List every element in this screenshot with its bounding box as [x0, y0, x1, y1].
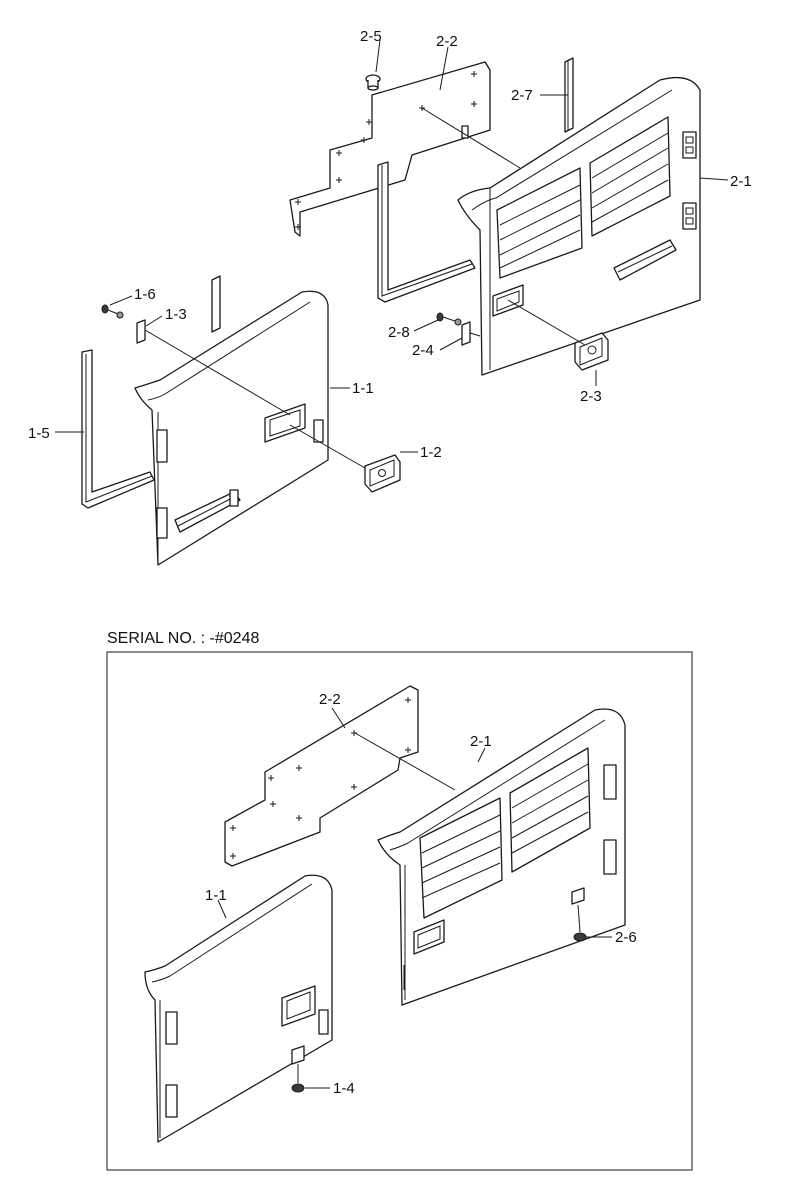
label-1-2: 1-2	[420, 444, 442, 461]
label-1-3: 1-3	[165, 306, 187, 323]
label-bottom-1-1: 1-1	[205, 887, 227, 904]
label-2-8: 2-8	[388, 324, 410, 341]
bolt-2-8	[436, 312, 462, 326]
label-bottom-1-4: 1-4	[333, 1080, 355, 1097]
cover-plate-2-2-top	[289, 61, 491, 237]
bolt-1-6	[101, 304, 124, 319]
label-2-1: 2-1	[730, 173, 752, 190]
label-2-7: 2-7	[511, 87, 533, 104]
label-2-2: 2-2	[436, 33, 458, 50]
panel-1-1-top	[134, 290, 329, 566]
seal-strip-middle	[377, 161, 476, 303]
top-leader-lines	[55, 39, 729, 469]
label-2-4: 2-4	[412, 342, 434, 359]
bottom-leader-lines	[217, 707, 612, 1089]
label-bottom-2-6: 2-6	[615, 929, 637, 946]
bracket-2-4	[461, 321, 471, 346]
bracket-1-3	[136, 319, 146, 344]
label-1-6: 1-6	[134, 286, 156, 303]
panel-2-1-top	[457, 76, 701, 376]
knob-2-5-top	[365, 74, 381, 91]
label-2-3: 2-3	[580, 388, 602, 405]
panel-2-1-bottom	[377, 708, 626, 1006]
bottom-assembly: SERIAL NO. : -#0248	[106, 630, 693, 1171]
nut-1-4	[291, 1064, 305, 1093]
panel-1-1-bottom	[144, 874, 333, 1143]
top-assembly: 2-5 2-2 2-7 2-1 1-6 1-3 2-8 2-4 1-1 2-3 …	[28, 28, 752, 566]
label-2-5: 2-5	[360, 28, 382, 45]
label-bottom-2-2: 2-2	[319, 691, 341, 708]
serial-number-caption: SERIAL NO. : -#0248	[107, 630, 259, 647]
seal-strip-1-5	[81, 275, 221, 509]
cover-plate-2-2-bottom	[224, 685, 419, 867]
latch-1-2	[364, 454, 401, 493]
label-1-1: 1-1	[352, 380, 374, 397]
latch-2-3	[574, 332, 609, 371]
serial-frame	[106, 651, 693, 1171]
label-bottom-2-1: 2-1	[470, 733, 492, 750]
label-1-5: 1-5	[28, 425, 50, 442]
